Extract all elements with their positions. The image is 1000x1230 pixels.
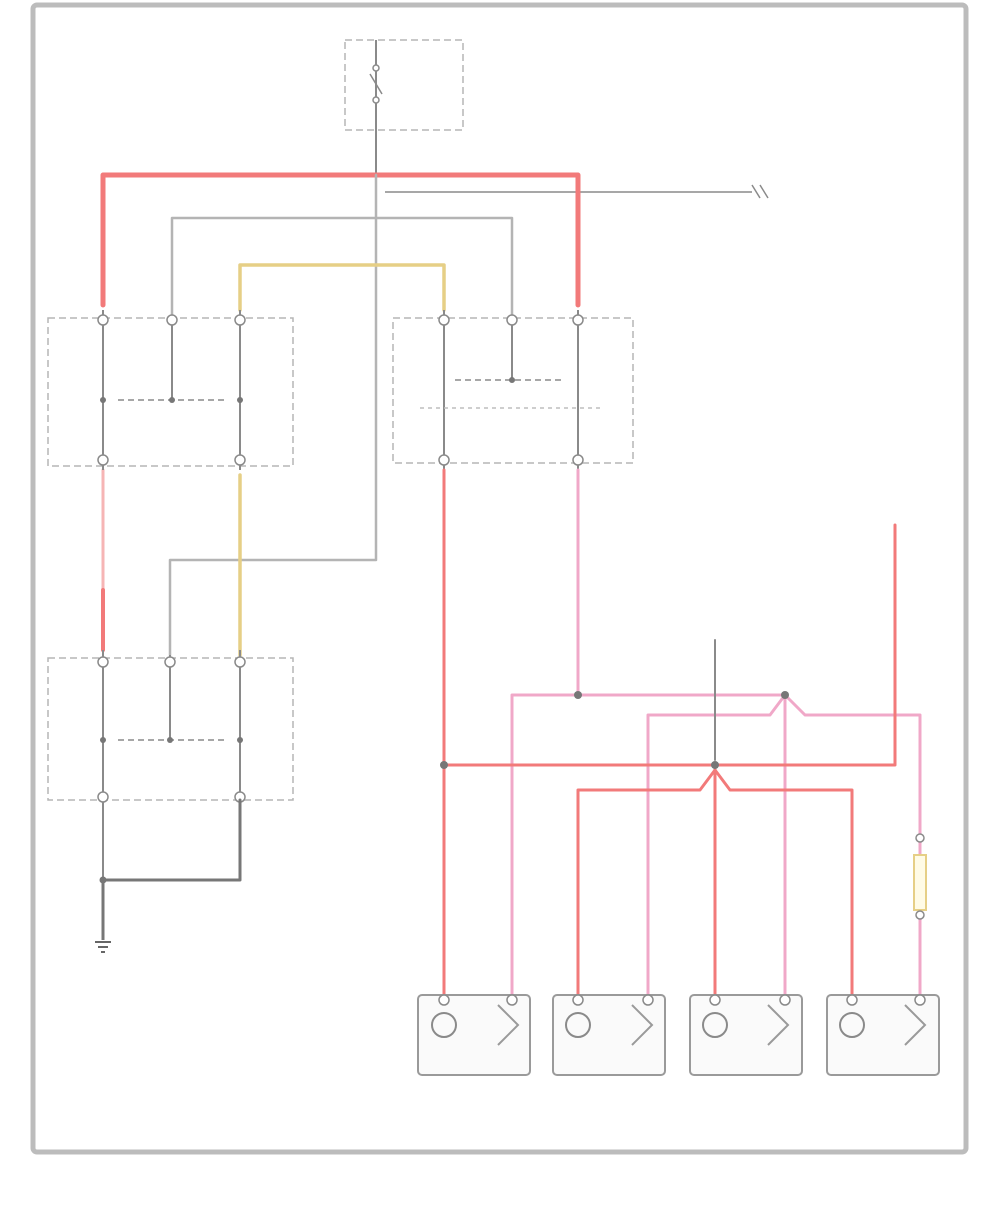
ground-circuit: [95, 798, 242, 953]
pink-bus: [510, 693, 787, 997]
motor-icon: [431, 1012, 457, 1038]
passenger-window-switch: [47, 650, 294, 880]
gray-wire-top: [170, 216, 514, 320]
red-bus-motor2: [576, 768, 717, 997]
ground-icon: [95, 941, 111, 953]
master-window-switch: [392, 310, 634, 470]
inline-fuse-right: [913, 833, 927, 995]
motor-icon: [565, 1012, 591, 1038]
window-motor-2: [552, 994, 666, 1076]
gray-wire-center: [168, 173, 378, 657]
window-motor-3: [689, 994, 803, 1076]
pink-bus-3: [783, 693, 922, 837]
yellow-wire: [238, 263, 446, 312]
driver-window-switch: [47, 310, 294, 470]
red-power-wire: [100, 172, 581, 308]
fuse-block: [344, 39, 464, 175]
motor-icon: [702, 1012, 728, 1038]
diagram-frame: [30, 2, 969, 1155]
pink-bus-2: [646, 693, 787, 997]
connector-break-icon: [751, 184, 769, 199]
red-bus: [442, 523, 897, 767]
red-bus-motor4: [713, 768, 854, 997]
window-motor-4: [826, 994, 940, 1076]
motor-icon: [839, 1012, 865, 1038]
window-motor-1: [417, 994, 531, 1076]
fuse-icon: [369, 73, 383, 95]
ground-reference-top: [385, 184, 769, 199]
